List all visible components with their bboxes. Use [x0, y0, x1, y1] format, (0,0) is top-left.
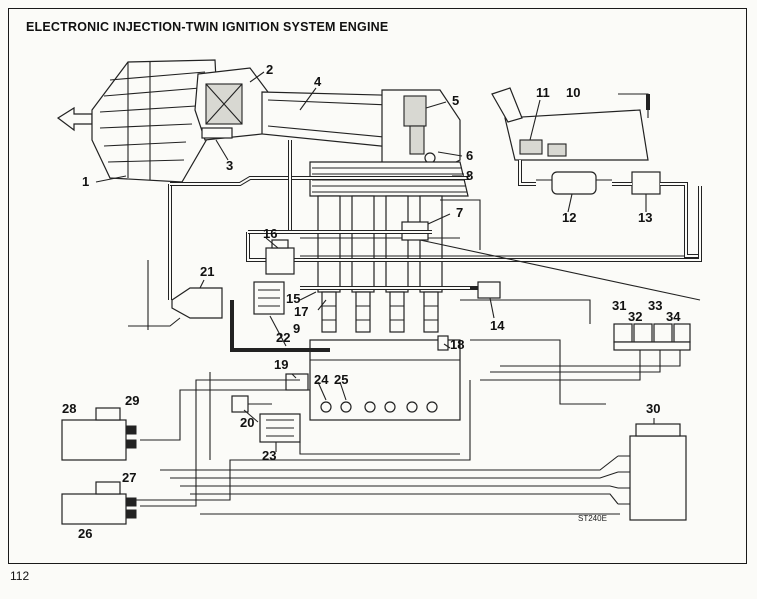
- callout-30: 30: [646, 401, 660, 416]
- callout-24: 24: [314, 372, 329, 387]
- relay-block: [613, 323, 691, 351]
- callout-28: 28: [62, 401, 76, 416]
- cold-start-valve: [265, 239, 295, 275]
- ignition-coil-lower: [61, 481, 137, 525]
- temperature-sensor: [437, 335, 449, 351]
- injectors: [321, 291, 439, 333]
- callout-8: 8: [466, 168, 473, 183]
- callout-23: 23: [262, 448, 276, 463]
- callout-33: 33: [648, 298, 662, 313]
- callout-12: 12: [562, 210, 576, 225]
- intake-runners: [300, 195, 700, 293]
- callout-7: 7: [456, 205, 463, 220]
- callout-22: 22: [276, 330, 290, 345]
- air-filter: [91, 59, 219, 183]
- fuel-damper: [477, 281, 501, 299]
- callout-27: 27: [122, 470, 136, 485]
- callout-25: 25: [334, 372, 348, 387]
- throttle-switch: [285, 373, 309, 391]
- callout-3: 3: [226, 158, 233, 173]
- engine-block: [309, 339, 461, 421]
- air-hoses: [170, 140, 470, 234]
- callout-32: 32: [628, 309, 642, 324]
- callout-21: 21: [200, 264, 214, 279]
- ignition-coil-upper: [61, 407, 137, 461]
- ignition-module: [259, 413, 301, 443]
- wiring-harness: [126, 199, 701, 515]
- distributor: [230, 281, 330, 352]
- fuel-lines: [246, 94, 702, 262]
- page-number: 112: [10, 569, 30, 583]
- callout-17: 17: [294, 304, 308, 319]
- figure-ref: ST240E: [578, 514, 607, 523]
- callout-26: 26: [78, 526, 92, 541]
- leader-lines: [95, 71, 655, 452]
- callout-11: 11: [536, 85, 550, 100]
- callout-1: 1: [82, 174, 89, 189]
- auxiliary-air-valve: [128, 184, 223, 327]
- diagram-frame: [8, 8, 747, 564]
- callout-13: 13: [638, 210, 652, 225]
- callout-15: 15: [286, 291, 300, 306]
- callout-5: 5: [452, 93, 459, 108]
- air-flow-meter: [194, 67, 269, 141]
- callout-16: 16: [263, 226, 277, 241]
- callout-19: 19: [274, 357, 288, 372]
- callout-2: 2: [266, 62, 273, 77]
- callout-31: 31: [612, 298, 626, 313]
- fuel-filter: [631, 171, 661, 195]
- callout-14: 14: [490, 318, 505, 333]
- callouts: 1 2 3 4 5 6 7 8 9 10 11 12 13 14 15 16 1…: [62, 62, 681, 541]
- callout-18: 18: [450, 337, 464, 352]
- callout-34: 34: [666, 309, 681, 324]
- callout-10: 10: [566, 85, 580, 100]
- fuel-pump: [536, 171, 612, 195]
- control-unit: [618, 423, 687, 521]
- callout-4: 4: [314, 74, 322, 89]
- callout-29: 29: [125, 393, 139, 408]
- callout-6: 6: [466, 148, 473, 163]
- diagram-title: ELECTRONIC INJECTION-TWIN IGNITION SYSTE…: [26, 20, 389, 34]
- throttle-body: [381, 89, 461, 171]
- callout-20: 20: [240, 415, 254, 430]
- air-temperature-sensor: [231, 395, 272, 413]
- intake-arrow: [56, 106, 93, 132]
- callout-9: 9: [293, 321, 300, 336]
